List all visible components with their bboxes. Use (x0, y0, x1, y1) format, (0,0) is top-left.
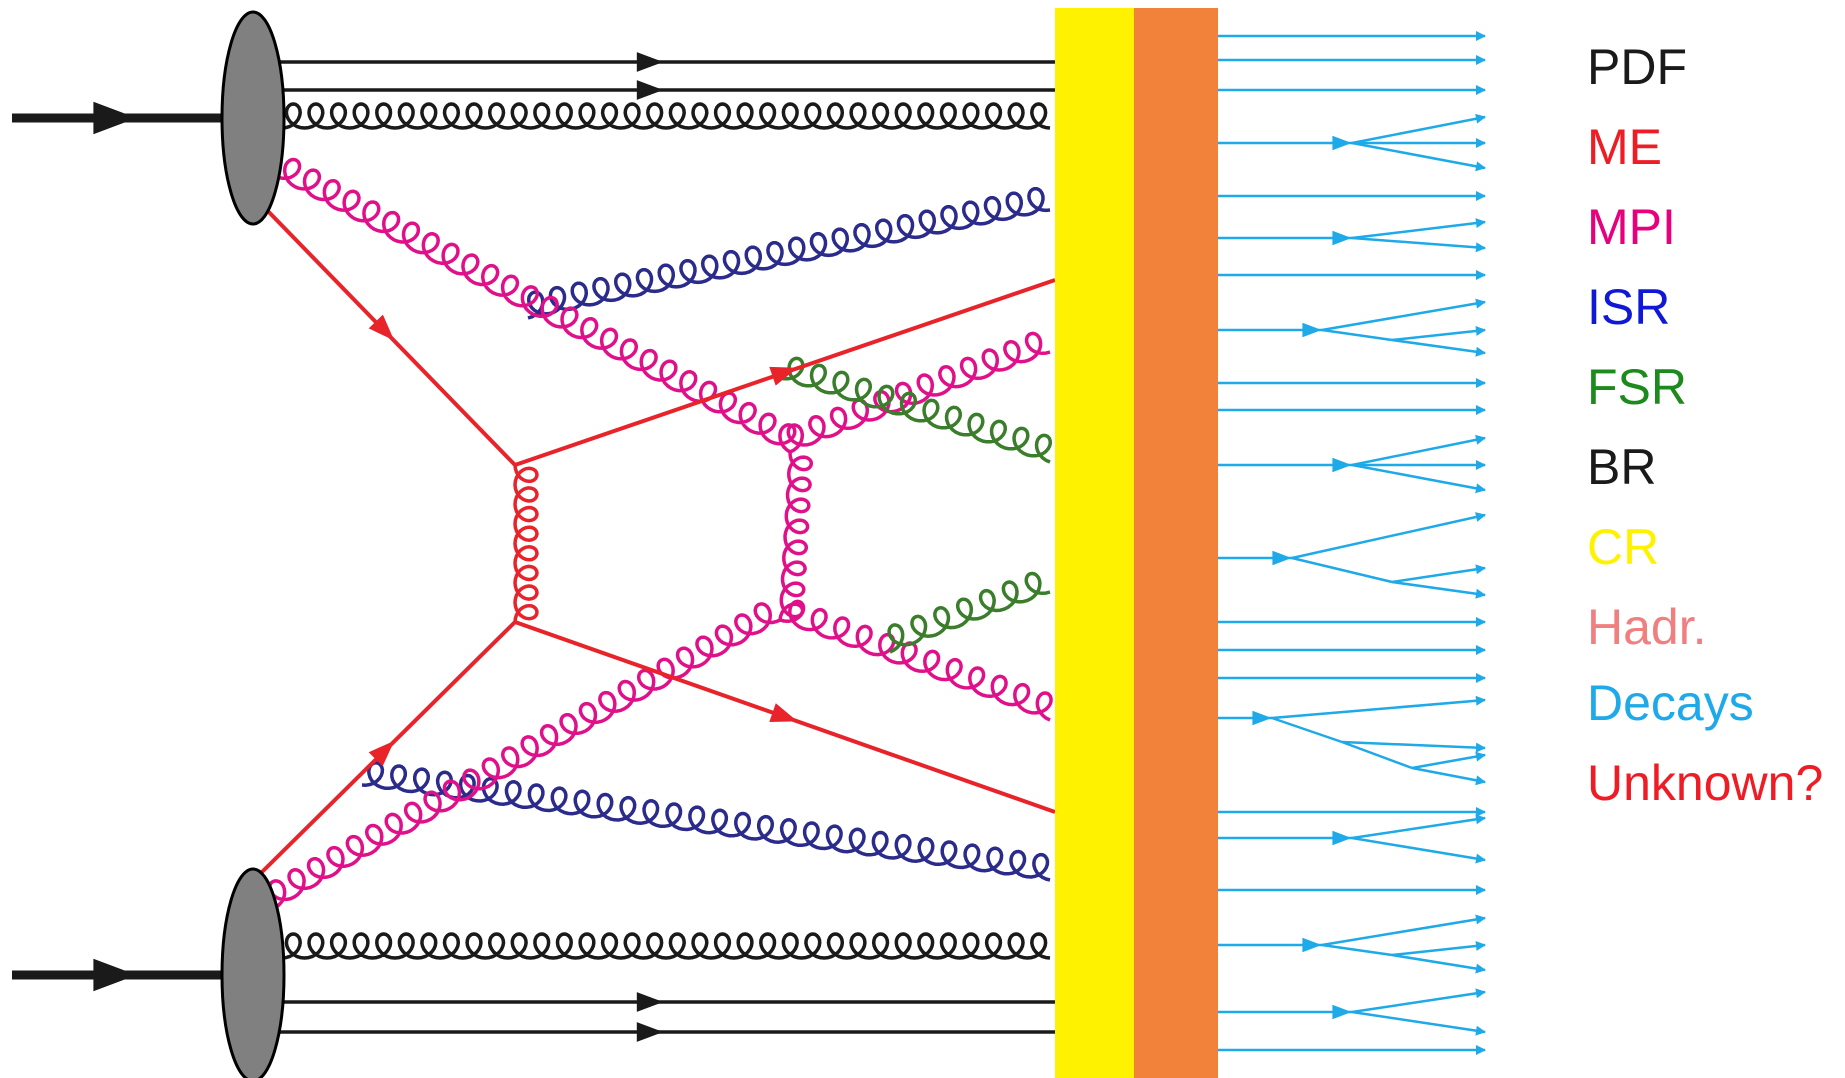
cascade-child-2-1 (1392, 582, 1485, 595)
cascade-branch-b-1 (1322, 945, 1392, 955)
mpi-gluon-bottom-right (780, 601, 1051, 720)
pdf-gluon-top (282, 104, 1050, 128)
color-reconnection-band (1055, 8, 1134, 1078)
decay-child-4-0 (1352, 992, 1485, 1012)
proton-blobs (222, 12, 284, 1078)
decay-child-2-2 (1352, 465, 1485, 490)
decay-parent-arrow-2 (1332, 458, 1351, 472)
cascade-child-2-0 (1392, 568, 1485, 582)
cascade-branch-b-3 (1272, 718, 1342, 742)
hadronization-band (1134, 8, 1218, 1078)
legend-label-isr: ISR (1587, 279, 1670, 335)
cascade-branch-a-0 (1322, 302, 1485, 330)
proton-blob-top (222, 12, 284, 224)
mpi-gluon-exchange (780, 452, 811, 620)
cascade-child-1-1 (1392, 955, 1485, 970)
cascade-child-1-0 (1392, 945, 1485, 955)
cascade-child-0-0 (1392, 330, 1485, 340)
pdf-gluon-bottom (282, 934, 1050, 958)
cascade-grandchild-3-0 (1412, 755, 1485, 768)
me-outgoing-bottom-arrow (769, 703, 797, 722)
cascade-parent-arrow-1 (1302, 938, 1321, 952)
beam-line-top-arrow (93, 102, 136, 134)
beam-line-bottom-arrow (93, 959, 136, 991)
decay-child-4-1 (1352, 1012, 1485, 1032)
legend-label-br: BR (1587, 439, 1656, 495)
cascade-branch-a-1 (1322, 918, 1485, 945)
cascade-branch-b-0 (1322, 330, 1392, 340)
decay-parent-arrow-4 (1332, 1005, 1351, 1019)
cascade-parent-arrow-3 (1252, 711, 1271, 725)
fsr-gluon-bottom (889, 574, 1050, 653)
gluon-lines (270, 104, 1051, 958)
cascade-branch-c-3 (1342, 742, 1412, 768)
cascade-branch-a-3 (1272, 700, 1485, 718)
pdf-quark-arrow-2 (637, 992, 663, 1012)
cascade-grandchild-3-1 (1412, 768, 1485, 782)
cascade-parent-arrow-0 (1302, 323, 1321, 337)
legend-label-decays: Decays (1587, 675, 1754, 731)
cascade-child-0-1 (1392, 340, 1485, 353)
legend-label-fsr: FSR (1587, 359, 1687, 415)
mpi-gluon-top-left (275, 160, 795, 453)
decay-child-1-1 (1352, 238, 1485, 248)
mpi-gluon-bottom-left (270, 604, 780, 908)
pdf-quark-arrow-0 (637, 52, 663, 72)
legend-label-mpi: MPI (1587, 199, 1676, 255)
cascade-child-3-0 (1342, 742, 1485, 748)
decay-child-3-0 (1352, 818, 1485, 838)
pdf-quark-arrow-3 (637, 1022, 663, 1042)
decay-parent-arrow-3 (1332, 831, 1351, 845)
cascade-parent-arrow-2 (1272, 551, 1291, 565)
incoming-beams (12, 102, 222, 991)
pdf-quark-lines (272, 52, 1055, 1042)
decay-child-1-0 (1352, 222, 1485, 238)
fsr-gluon-top (780, 358, 1050, 462)
decay-child-2-0 (1352, 438, 1485, 465)
decay-parent-arrow-0 (1332, 136, 1351, 150)
legend-label-cr: CR (1587, 519, 1659, 575)
decay-child-0-2 (1352, 143, 1485, 168)
me-gluon-exchange (515, 465, 537, 622)
proton-blob-bottom (222, 869, 284, 1078)
pdf-quark-arrow-1 (637, 80, 663, 100)
decay-parent-arrow-1 (1332, 231, 1351, 245)
decay-child-0-0 (1352, 117, 1485, 143)
legend: PDF ME MPI ISR FSR BR CR Hadr. Decays Un… (1587, 39, 1823, 811)
decay-arrows (1218, 36, 1485, 1050)
cascade-branch-a-2 (1292, 515, 1485, 558)
legend-label-me: ME (1587, 119, 1662, 175)
legend-label-unknown: Unknown? (1587, 755, 1823, 811)
legend-label-pdf: PDF (1587, 39, 1687, 95)
decay-child-3-1 (1352, 838, 1485, 860)
isr-gluon-top (528, 189, 1050, 318)
cascade-branch-b-2 (1292, 558, 1392, 582)
legend-label-hadr: Hadr. (1587, 599, 1707, 655)
